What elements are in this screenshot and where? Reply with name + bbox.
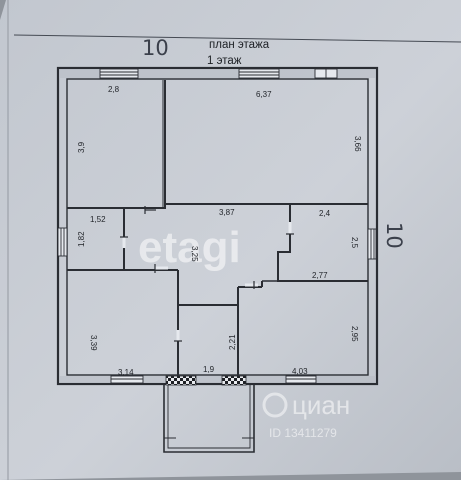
handwritten-right-10: 10 (382, 222, 406, 249)
plan-subtitle: 1 этаж (207, 55, 242, 67)
outer-walls (56, 66, 379, 386)
dim-room-bottom-right-height: 2,95 (350, 326, 359, 342)
top-wall-fill (59, 69, 376, 78)
plan-title: план этажа (209, 39, 270, 51)
dim-room-top-left-height: 3,9 (77, 141, 86, 153)
bottom-wall-fill (59, 376, 376, 383)
dim-room-top-right-height: 3,66 (353, 136, 362, 152)
dim-room-bottom-left-height: 3,39 (89, 335, 98, 351)
interior-walls (67, 80, 368, 376)
watermark: etagi циан ID 13411279 (138, 223, 350, 440)
porch (163, 375, 255, 453)
dim-small-room-height: 1,82 (77, 231, 86, 247)
cian-watermark: циан (292, 390, 350, 420)
handwritten-left-10: 10 (142, 36, 169, 60)
etagi-watermark: etagi (138, 223, 241, 272)
dim-bath-width: 1,9 (203, 365, 215, 374)
dim-room-right-mid-lower-width: 2,77 (312, 271, 328, 280)
listing-id-watermark: ID 13411279 (269, 426, 337, 440)
dim-room-right-mid-height: 2,5 (350, 237, 359, 249)
dim-hall-width: 3,87 (219, 208, 235, 217)
dim-bath-height: 2,21 (228, 334, 237, 350)
dim-hall-height: 3,25 (190, 246, 199, 262)
dim-room-bottom-right-width: 4,03 (292, 367, 308, 376)
dim-room-bottom-left-width: 3,14 (118, 368, 134, 377)
dim-room-right-mid-width: 2,4 (319, 209, 331, 218)
cian-logo-icon (262, 392, 288, 418)
dim-room-top-right-width: 6,37 (256, 90, 272, 99)
dimension-labels: 2,8 3,9 6,37 3,66 1,52 1,82 3,87 3,25 2,… (77, 85, 362, 377)
dim-small-room-width: 1,52 (90, 215, 106, 224)
top-rule-line (13, 34, 461, 43)
windows (57, 68, 377, 384)
doors (120, 206, 294, 342)
dim-room-top-left-width: 2,8 (108, 85, 120, 94)
